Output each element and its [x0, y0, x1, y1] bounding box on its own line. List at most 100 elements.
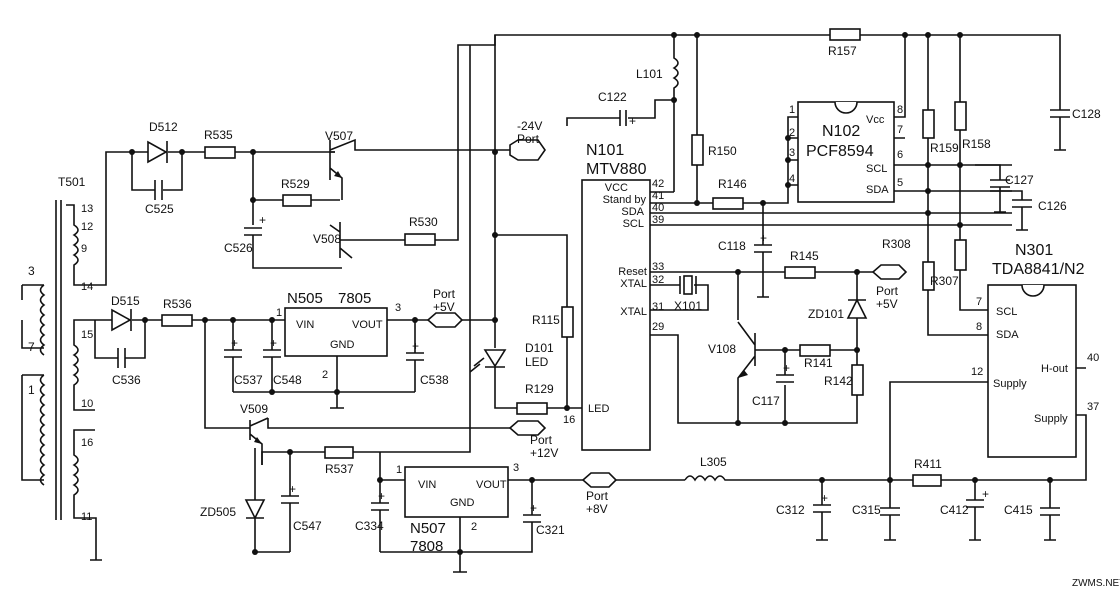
supply-24v-section: D512 C525 R535 R529 + C526 V507 V508 R53…: [131, 34, 830, 269]
t501-pin-7: 7: [28, 340, 35, 354]
n101-pin-reset: Reset: [618, 266, 647, 278]
n101-pin-xtal-b: XTAL: [620, 306, 647, 318]
n301-pin-7: 7: [976, 296, 982, 308]
port-24v-label: Port: [517, 132, 540, 146]
n301-pin-40: 40: [1087, 352, 1099, 364]
c118-label: C118: [718, 239, 746, 253]
r150-label: R150: [708, 144, 737, 158]
n102-scl: SCL: [866, 163, 887, 175]
n102-pin-6: 6: [897, 149, 903, 161]
r115-label: R115: [532, 313, 560, 327]
c321-label: C321: [536, 523, 565, 537]
n102-pin-7: 7: [897, 124, 903, 136]
l305-label: L305: [700, 455, 727, 469]
n507-vout: VOUT: [476, 479, 507, 491]
n101-pin-standby: Stand by: [603, 194, 647, 206]
n101-pin-42: 42: [652, 178, 664, 190]
reset-section: R145 Port +5V ZD101 V108 R141 R142 + C11…: [708, 249, 908, 424]
r159-label: R159: [930, 141, 959, 155]
r307-label: R307: [930, 274, 959, 288]
n507-pin-out: 3: [513, 462, 519, 474]
n102-pin-8: 8: [897, 104, 903, 116]
r146-label: R146: [718, 177, 747, 191]
c415-label: C415: [1004, 503, 1033, 517]
t501-pin-16: 16: [81, 437, 93, 449]
t501-pin-3: 3: [28, 264, 35, 278]
n301-pin-8: 8: [976, 321, 982, 333]
r536-label: R536: [163, 297, 192, 311]
n102-type: PCF8594: [806, 143, 874, 160]
n505-vout: VOUT: [352, 319, 383, 331]
n101-pin-16: 16: [563, 414, 575, 426]
n507-pin-gnd: 2: [471, 521, 477, 533]
n101-pin-scl: SCL: [623, 218, 644, 230]
r529-label: R529: [281, 177, 310, 191]
r537-label: R537: [325, 462, 354, 476]
n505-pin-out: 3: [395, 302, 401, 314]
c548-label: C548: [273, 373, 302, 387]
c312-label: C312: [776, 503, 805, 517]
port-8v-value: +8V: [586, 502, 608, 516]
r411-label: R411: [914, 457, 942, 471]
port-8v-label: Port: [586, 489, 609, 503]
c412-label: C412: [940, 503, 969, 517]
n101-pin-led: LED: [588, 403, 609, 415]
transformer-t501: T501 3 7 1 13 12 9 14 15 10 16 11: [21, 151, 132, 561]
port-5v-b-label: Port: [876, 284, 899, 298]
n102-pin-4: 4: [789, 173, 795, 185]
n101-pin-sda: SDA: [621, 206, 644, 218]
n505-type: 7805: [338, 290, 371, 307]
r142-label: R142: [824, 374, 853, 388]
ic-n301: N301 TDA8841/N2 SCL SDA Supply H-out Sup…: [882, 235, 1099, 481]
n101-pin-31: 31: [652, 301, 664, 313]
n507-gnd: GND: [450, 497, 475, 509]
zd505-label: ZD505: [200, 505, 236, 519]
c536-label: C536: [112, 373, 141, 387]
zd101-label: ZD101: [808, 307, 844, 321]
n102-sda: SDA: [866, 184, 889, 196]
n102-pin-2: 2: [789, 127, 795, 139]
t501-pin-11: 11: [81, 511, 92, 523]
c126-label: C126: [1038, 199, 1067, 213]
n507-ref: N507: [410, 520, 446, 537]
n101-support: L101 + C122 R150 R146 + C118 X101: [566, 35, 772, 313]
r158-label: R158: [962, 137, 991, 151]
c334-label: C334: [355, 519, 384, 533]
c538-label: C538: [420, 373, 449, 387]
eeprom-section: R157 C128 N102 PCF8594 Vcc SCL SDA 1 2 3…: [763, 28, 1101, 240]
n505-pin-gnd: 2: [322, 369, 328, 381]
v508-label: V508: [313, 232, 341, 246]
c526-plus: +: [259, 213, 266, 227]
n301-pin-12: 12: [971, 366, 983, 378]
l101-label: L101: [636, 67, 663, 81]
n102-pin-1: 1: [789, 104, 795, 116]
x101-label: X101: [674, 299, 702, 313]
d101-type: LED: [525, 355, 549, 369]
led-section: R115 D101 LED R129: [469, 35, 582, 415]
c525-label: C525: [145, 202, 174, 216]
n102-ref: N102: [822, 123, 860, 140]
port-12v-value: +12V: [530, 446, 558, 460]
t501-pin-1: 1: [28, 383, 35, 397]
port-5v-label: Port: [433, 287, 456, 301]
port-12v-label: Port: [530, 433, 553, 447]
port-5v-b-value: +5V: [876, 297, 898, 311]
c122-label: C122: [598, 90, 627, 104]
d512-label: D512: [149, 120, 178, 134]
port-24v-value: -24V: [517, 119, 542, 133]
c537-plus: +: [231, 336, 238, 350]
t501-pin-12: 12: [81, 221, 93, 233]
n301-pin-37: 37: [1087, 401, 1099, 413]
r129-label: R129: [525, 382, 554, 396]
junction-dots: [129, 32, 1053, 555]
n301-ref: N301: [1015, 242, 1053, 259]
n301-sda: SDA: [996, 329, 1019, 341]
c128-label: C128: [1072, 107, 1101, 121]
d515-label: D515: [111, 294, 140, 308]
t501-pin-10: 10: [81, 398, 93, 410]
c117-label: C117: [752, 394, 780, 408]
c547-plus: +: [289, 482, 296, 496]
ic-n101: N101 MTV880 VCC 42 Stand by 41 SDA 40 SC…: [563, 142, 1012, 451]
v509-label: V509: [240, 402, 268, 416]
n101-pin-41: 41: [652, 190, 664, 202]
